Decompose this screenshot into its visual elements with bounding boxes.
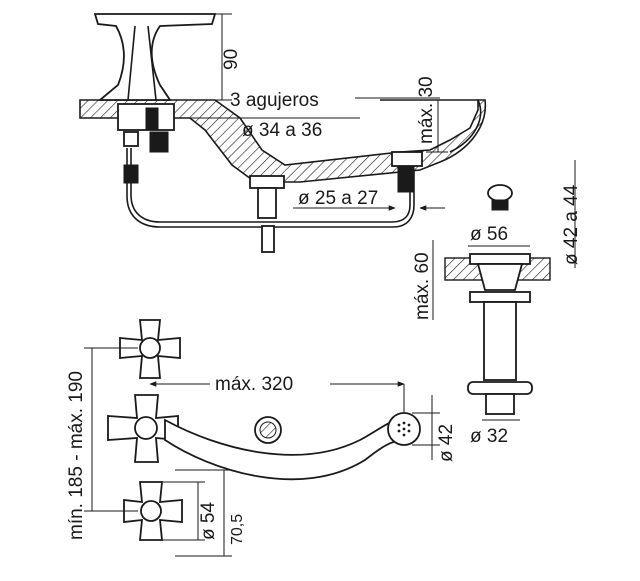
drain-detail: ø 56 ø 42 a 44 máx. 60 ø 32 [412,160,582,447]
spray-holes [397,421,411,437]
label-holes: 3 agujeros [230,90,319,111]
drain-trap-tube [485,393,515,415]
drain-plug [469,253,531,265]
pipe-fitting [123,164,139,184]
drain-flange [249,175,285,189]
label-max60: máx. 60 [412,252,433,320]
drain-lock-nut [469,291,531,303]
valve-stem [149,131,169,153]
label-dia42-44: ø 42 a 44 [561,184,582,265]
label-dia54: ø 54 [198,502,219,540]
label-min-max: mín. 185 - máx. 190 [66,371,87,540]
label-dia32: ø 32 [470,426,508,447]
drain-body [483,301,517,381]
drain-tube [257,187,277,219]
label-70-5: 70,5 [229,514,246,545]
cross-handle-plan-top [119,319,181,379]
label-dia42: ø 42 [436,424,457,462]
valve-nut [145,107,159,131]
cross-handle-plan-middle [107,394,179,463]
label-dia56: ø 56 [470,224,508,245]
supply-pipe [130,148,411,223]
label-max30: máx. 30 [416,76,437,144]
basin-rim [380,99,482,153]
label-drain-dia: ø 25 a 27 [298,188,378,209]
drain-trap-flange [467,381,533,395]
spray-nut [397,165,415,193]
cross-handle-top [93,13,217,101]
drain-knob-base [491,199,509,211]
label-hole-dia: ø 34 a 36 [242,120,322,141]
plan-view: máx. 320 ø 42 mín. 185 - máx. 190 ø 54 7… [66,319,457,557]
valve-connector [123,131,139,147]
drain-cup [476,263,524,291]
side-view: 90 3 agujeros ø 34 a 36 máx. 30 ø 25 a 2… [79,13,487,253]
label-90: 90 [221,49,242,70]
drain-knob [487,184,513,202]
label-max320: máx. 320 [215,374,293,395]
drain-rod [261,225,275,253]
spray-outlet [391,151,423,167]
